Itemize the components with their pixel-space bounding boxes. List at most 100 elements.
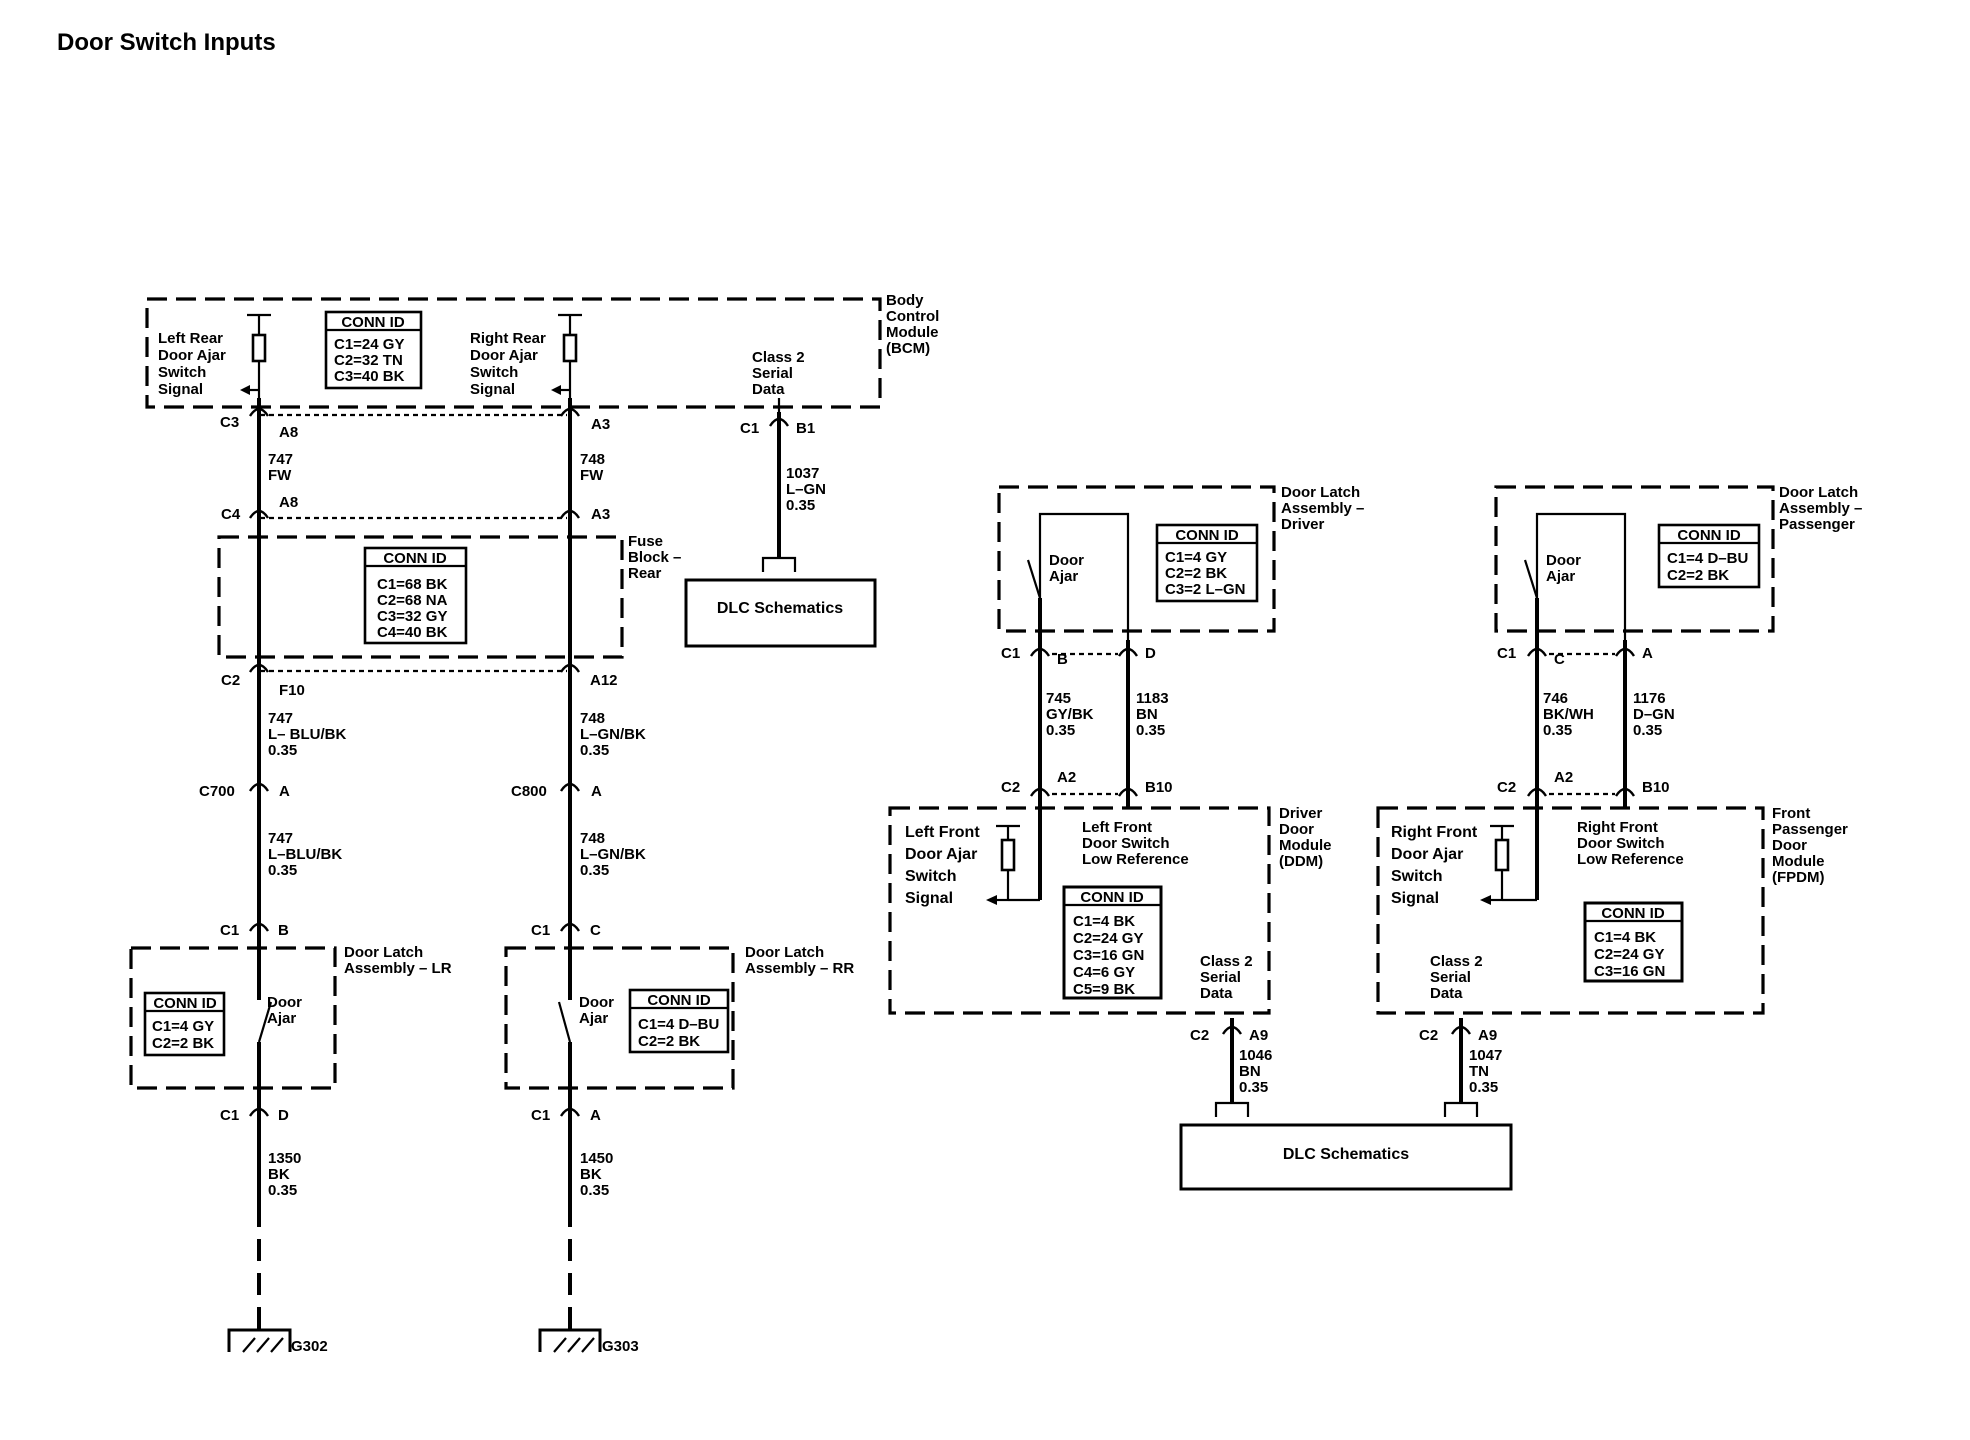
wire-1176-label: 1176 D–GN 0.35 (1633, 690, 1679, 739)
door-latch-passenger: Door Latch Assembly – Passenger CONN ID … (1494, 484, 1862, 640)
bcm-lr-pullup (240, 313, 271, 398)
lr-c1-bot-label: C1 (220, 1107, 239, 1124)
wire-748-a-label: 748 L–GN/BK 0.35 (580, 710, 650, 759)
drv-b-label: B (1057, 651, 1068, 668)
drv-a2-label: A2 (1057, 769, 1076, 786)
wire-1350-label: 1350 BK 0.35 (268, 1150, 306, 1199)
svg-text:C2=2 BK: C2=2 BK (1165, 565, 1227, 582)
fuse-f10-label: F10 (279, 682, 305, 699)
bcm-rr-pullup (551, 313, 582, 398)
wire-748-b-label: 748 L–GN/BK 0.35 (580, 830, 650, 879)
fuse-c4-label: C4 (221, 506, 241, 523)
rr-signal-label: Right Rear Door Ajar Switch Signal (470, 330, 550, 398)
drv-c1-label: C1 (1001, 645, 1020, 662)
dlc-schematics-front[interactable]: DLC Schematics (1179, 1123, 1513, 1191)
rr-c1-top-label: C1 (531, 922, 550, 939)
ddm-conn-id: CONN ID C1=4 BK C2=24 GY C3=16 GN C4=6 G… (1062, 885, 1163, 1000)
svg-text:C2=24 GY: C2=24 GY (1594, 946, 1664, 963)
svg-text:C1=4 D–BU: C1=4 D–BU (1667, 550, 1748, 567)
ground-g303: G303 (538, 1328, 639, 1355)
dlc-bcm-plug (761, 556, 797, 572)
svg-text:C1=4 GY: C1=4 GY (1165, 549, 1227, 566)
driver-door-module: Driver Door Module (DDM) Left Front Door… (888, 805, 1332, 1015)
bcm-c3-label: C3 (220, 414, 239, 431)
drv-b10-label: B10 (1145, 779, 1173, 796)
door-latch-driver: Door Latch Assembly – Driver CONN ID C1=… (997, 484, 1364, 640)
c800-label: C800 (511, 783, 547, 800)
pas-c-label: C (1554, 651, 1565, 668)
svg-text:C2=24 GY: C2=24 GY (1073, 930, 1143, 947)
page-title: Door Switch Inputs (57, 29, 276, 56)
drv-c2-label: C2 (1001, 779, 1020, 796)
svg-text:CONN ID: CONN ID (383, 550, 447, 567)
pas-c1-label: C1 (1497, 645, 1516, 662)
bcm-b1-label: B1 (796, 420, 815, 437)
driver-door-ajar-switch (1026, 559, 1042, 599)
dlc-fpdm-plug (1443, 1101, 1479, 1117)
wire-748-fw-label: 748 FW (580, 451, 609, 484)
pas-c2-label: C2 (1497, 779, 1516, 796)
wire-1037-label: 1037 L–GN 0.35 (786, 465, 830, 514)
svg-text:C3=16 GN: C3=16 GN (1594, 963, 1665, 980)
rr-a-label: A (590, 1107, 601, 1124)
lr-d-label: D (278, 1107, 289, 1124)
lr-b-label: B (278, 922, 289, 939)
g302-label: G302 (291, 1338, 328, 1355)
lr-conn-id: CONN ID C1=4 GY C2=2 BK (143, 991, 226, 1057)
rr-c1-bot-label: C1 (531, 1107, 550, 1124)
fuse-label: Fuse Block – Rear (628, 533, 686, 582)
wire-747-b-label: 747 L–BLU/BK 0.35 (268, 830, 346, 879)
pas-b10-label: B10 (1642, 779, 1670, 796)
c700-pin-label: A (279, 783, 290, 800)
svg-text:C2=68 NA: C2=68 NA (377, 592, 448, 609)
svg-text:C3=16 GN: C3=16 GN (1073, 947, 1144, 964)
passenger-door-ajar-switch (1523, 559, 1539, 599)
svg-text:C5=9 BK: C5=9 BK (1073, 981, 1135, 998)
svg-text:CONN ID: CONN ID (1080, 889, 1144, 906)
fuse-a3-label: A3 (591, 506, 610, 523)
svg-text:C1=4 BK: C1=4 BK (1073, 913, 1135, 930)
rr-c-label: C (590, 922, 601, 939)
fuse-c2-label: C2 (221, 672, 240, 689)
dlc-ddm-plug (1214, 1101, 1250, 1117)
fpdm-pullup (1480, 824, 1537, 905)
wire-746-label: 746 BK/WH 0.35 (1543, 690, 1598, 739)
ground-g302: G302 (227, 1328, 328, 1355)
connector-arches-left (248, 407, 790, 1117)
svg-text:C1=4 D–BU: C1=4 D–BU (638, 1016, 719, 1033)
svg-text:C1=4 GY: C1=4 GY (152, 1018, 214, 1035)
wire-745-label: 745 GY/BK 0.35 (1046, 690, 1098, 739)
pas-a2-label: A2 (1554, 769, 1573, 786)
svg-text:C3=40 BK: C3=40 BK (334, 368, 405, 385)
passenger-switch-label: Door Ajar (1546, 552, 1585, 585)
wire-747-fw-label: 747 FW (268, 451, 297, 484)
bcm-conn-id: CONN ID C1=24 GY C2=32 TN C3=40 BK (324, 310, 423, 390)
fpdm-conn-id: CONN ID C1=4 BK C2=24 GY C3=16 GN (1583, 901, 1684, 983)
svg-text:DLC Schematics: DLC Schematics (717, 600, 843, 617)
c800-pin-label: A (591, 783, 602, 800)
bcm-a3-label: A3 (591, 416, 610, 433)
svg-text:CONN ID: CONN ID (647, 992, 711, 1009)
svg-text:C3=2 L–GN: C3=2 L–GN (1165, 581, 1245, 598)
svg-text:C1=4 BK: C1=4 BK (1594, 929, 1656, 946)
lr-signal-label: Left Rear Door Ajar Switch Signal (158, 330, 230, 398)
fuse-a12-label: A12 (590, 672, 618, 689)
bcm-class2-label: Class 2 Serial Data (752, 349, 809, 398)
rf-lowref-label: Right Front Door Switch Low Reference (1577, 819, 1684, 868)
lr-latch-label: Door Latch Assembly – LR (344, 944, 452, 977)
ddm-class2-label: Class 2 Serial Data (1200, 953, 1257, 1002)
ddm-a9-label: A9 (1249, 1027, 1268, 1044)
svg-text:C2=2 BK: C2=2 BK (638, 1033, 700, 1050)
g303-label: G303 (602, 1338, 639, 1355)
svg-text:CONN ID: CONN ID (1677, 527, 1741, 544)
bcm-label: Body Control Module (BCM) (886, 292, 944, 357)
ddm-c2-label: C2 (1190, 1027, 1209, 1044)
wire-1046-label: 1046 BN 0.35 (1239, 1047, 1277, 1096)
rr-door-ajar-switch (557, 1001, 572, 1043)
svg-text:C4=6 GY: C4=6 GY (1073, 964, 1135, 981)
wire-1183-label: 1183 BN 0.35 (1136, 690, 1173, 739)
svg-text:C2=2 BK: C2=2 BK (1667, 567, 1729, 584)
dlc-schematics-bcm[interactable]: DLC Schematics (684, 578, 877, 648)
fuse-conn-id: CONN ID C1=68 BK C2=68 NA C3=32 GY C4=40… (363, 546, 468, 645)
